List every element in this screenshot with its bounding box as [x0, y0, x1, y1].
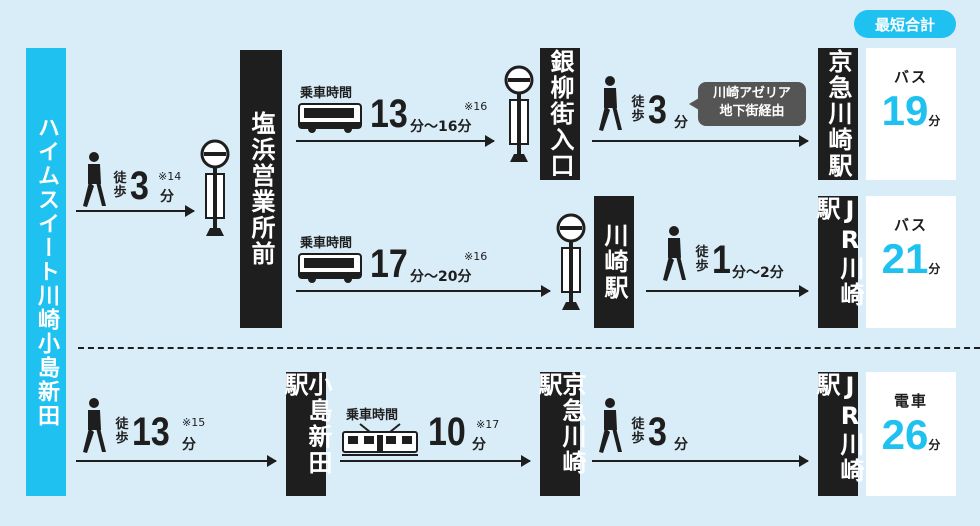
- walk-arrow: [76, 205, 195, 217]
- ride-range: 分〜20分: [410, 269, 472, 285]
- walk-note: ※15: [182, 416, 206, 429]
- bus-stop-icon: [556, 213, 586, 310]
- total-minutes: 19: [881, 87, 929, 134]
- station-jr-kawasaki-3: JR川崎駅: [812, 372, 864, 496]
- bus-stop-icon: [504, 65, 534, 162]
- route-divider: [78, 347, 980, 349]
- total-minutes: 21: [881, 235, 929, 282]
- ride-note: ※16: [464, 250, 488, 263]
- station-keikyu-kawasaki: 京急川崎駅: [818, 48, 858, 180]
- walking-person-icon: [663, 226, 686, 281]
- walking-person-icon: [599, 398, 622, 453]
- ride-range: 分〜16分: [410, 119, 472, 135]
- route-note-bubble: 川崎アゼリア地下街経由: [689, 82, 806, 126]
- bus-icon: [298, 253, 362, 283]
- station-kawasaki-bus: 川崎駅: [594, 196, 634, 328]
- start-location-bar: ハイムスイート川崎小島新田: [26, 48, 66, 496]
- ride-note: ※17: [476, 418, 500, 431]
- walk-arrow: [592, 135, 809, 147]
- route1-total: バス 19分: [866, 48, 956, 180]
- ride-minutes: 10: [428, 410, 466, 454]
- station-jr-kawasaki: JR川崎駅: [812, 196, 864, 328]
- station-label: JR川崎駅: [812, 372, 864, 484]
- route2-total: バス 21分: [866, 196, 956, 328]
- ride-label: 乗車時間: [346, 408, 399, 423]
- bubble-text: 川崎アゼリア地下街経由: [713, 86, 791, 119]
- train-icon: [342, 423, 418, 456]
- walk-label: 徒歩: [113, 171, 127, 201]
- station-label: 京急川崎駅: [534, 372, 586, 476]
- total-mode: バス: [893, 68, 928, 86]
- station-label: 川崎駅: [600, 223, 628, 301]
- walk-unit: 分: [674, 437, 688, 453]
- ride-unit: 分: [472, 437, 486, 453]
- total-unit: 分: [928, 262, 941, 276]
- walk-minutes: 3: [648, 410, 667, 454]
- station-ginyanagigai: 銀柳街入口: [540, 48, 580, 180]
- total-mode: 電車: [893, 392, 928, 410]
- station-label: 銀柳街入口: [546, 49, 574, 179]
- walking-person-icon: [599, 76, 622, 131]
- total-mode: バス: [893, 216, 928, 234]
- station-label: 塩浜営業所前: [247, 111, 275, 267]
- start-location-label: ハイムスイート川崎小島新田: [34, 116, 59, 428]
- station-label: JR川崎駅: [812, 196, 864, 308]
- station-keikyu-kawasaki-3: 京急川崎駅: [534, 372, 586, 496]
- ride-arrow: [340, 455, 531, 467]
- total-minutes: 26: [881, 411, 929, 458]
- walk-minutes: 1: [712, 238, 731, 282]
- walk-unit: 分: [182, 437, 196, 453]
- shortest-total-badge: 最短合計: [854, 10, 956, 38]
- walk-minutes: 13: [132, 410, 170, 454]
- ride-label: 乗車時間: [300, 86, 353, 101]
- walk-label: 徒歩: [631, 417, 645, 447]
- walk-label: 徒歩: [631, 95, 645, 125]
- ride-minutes: 13: [370, 92, 408, 136]
- walk-minutes: 3: [648, 88, 667, 132]
- walk-arrow: [646, 285, 809, 297]
- station-shiohama: 塩浜営業所前: [240, 50, 282, 328]
- walk-arrow: [592, 455, 809, 467]
- ride-label: 乗車時間: [300, 236, 353, 251]
- walk-label: 徒歩: [115, 417, 129, 447]
- walking-person-icon: [83, 152, 106, 207]
- station-label: 小島新田駅: [280, 372, 332, 476]
- ride-minutes: 17: [370, 242, 408, 286]
- station-label: 京急川崎駅: [824, 49, 852, 179]
- walk-note: ※14: [158, 170, 182, 183]
- bus-stop-icon: [200, 139, 230, 236]
- ride-note: ※16: [464, 100, 488, 113]
- walk-unit: 分: [160, 189, 174, 205]
- route3-total: 電車 26分: [866, 372, 956, 496]
- total-unit: 分: [928, 438, 941, 452]
- walk-unit: 分: [674, 115, 688, 131]
- walk-label: 徒歩: [695, 245, 709, 275]
- walking-person-icon: [83, 398, 106, 453]
- ride-arrow: [296, 135, 495, 147]
- bus-icon: [298, 103, 362, 133]
- ride-arrow: [296, 285, 551, 297]
- walk-range: 分〜2分: [732, 265, 784, 281]
- walk-arrow: [76, 455, 277, 467]
- walk-minutes: 3: [130, 164, 149, 208]
- station-kojimashinden: 小島新田駅: [280, 372, 332, 496]
- total-unit: 分: [928, 114, 941, 128]
